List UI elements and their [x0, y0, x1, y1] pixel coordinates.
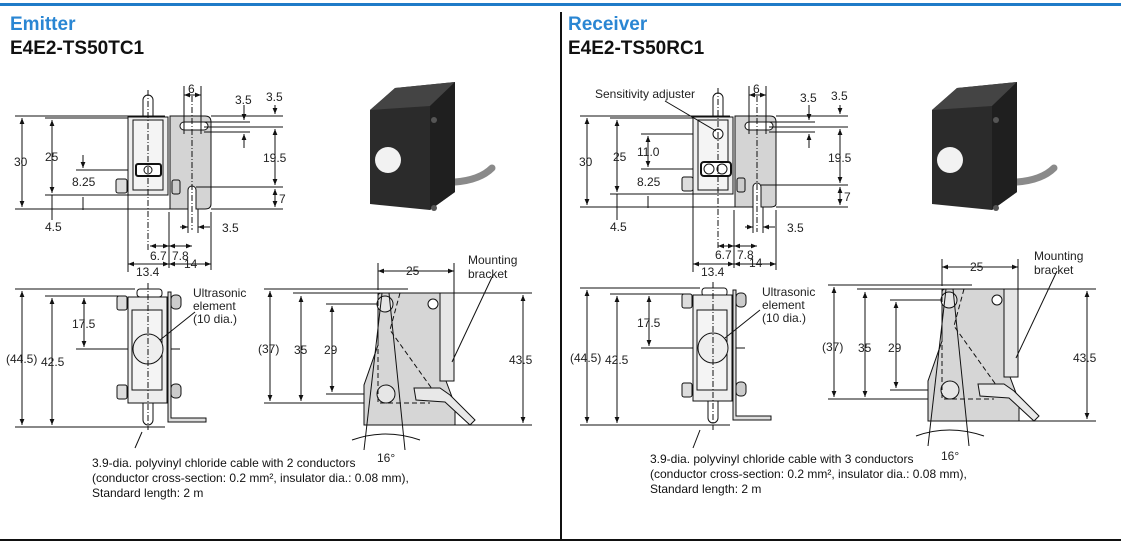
dim-label: 8.25: [72, 175, 96, 189]
angle-label: 16°: [941, 449, 959, 463]
front-dimension-labels: 6 3.5 3.5 30 25 19.5 8.25 7 4.5 3.5 6.7 …: [14, 82, 287, 279]
callout-line: bracket: [468, 267, 508, 281]
dim-label: 29: [888, 341, 902, 355]
dim-label: 30: [14, 155, 28, 169]
dim-label: 14: [184, 257, 198, 271]
dim-label: (37): [822, 340, 843, 354]
dim-label: 25: [613, 150, 627, 164]
panel-heading: Receiver: [568, 14, 648, 35]
dim-label: 3.5: [222, 221, 239, 235]
model-number: E4E2-TS50TC1: [10, 38, 145, 59]
dim-label: 3.5: [831, 89, 848, 103]
ultrasonic-element-label: Ultrasonic element (10 dia.) 17.5 (44.5)…: [570, 285, 815, 367]
ultrasonic-element-label: Ultrasonic element (10 dia.) 17.5 (44.5)…: [6, 286, 246, 369]
bracket-labels: 25 Mounting bracket (37) 35 29 43.5 16°: [258, 253, 533, 465]
dim-label: 11.0: [637, 145, 660, 159]
dim-label: 43.5: [1073, 351, 1097, 365]
dim-label: 29: [324, 343, 338, 357]
dim-label: 13.4: [701, 265, 725, 279]
sensitivity-adjuster-label: Sensitivity adjuster: [595, 87, 695, 101]
dim-label: 8.25: [637, 175, 661, 189]
side-view: [580, 282, 772, 449]
dim-label: 43.5: [509, 353, 533, 367]
dim-label: 4.5: [610, 220, 627, 234]
cable-note-line: (conductor cross-section: 0.2 mm², insul…: [650, 467, 967, 481]
callout-line: (10 dia.): [193, 312, 237, 326]
dim-label: 6.7: [715, 248, 732, 262]
callout-line: (10 dia.): [762, 311, 806, 325]
dim-label: 13.4: [136, 265, 160, 279]
cable-note: 3.9-dia. polyvinyl chloride cable with 3…: [650, 452, 967, 497]
dim-label: 6.7: [150, 249, 167, 263]
dim-label: 25: [406, 264, 420, 278]
dim-label: 30: [579, 155, 593, 169]
dim-label: 3.5: [800, 91, 817, 105]
cable-note: 3.9-dia. polyvinyl chloride cable with 2…: [92, 456, 409, 501]
dim-label: 17.5: [72, 317, 96, 331]
dim-label: 7: [279, 192, 286, 206]
dim-label: 3.5: [266, 90, 283, 104]
dim-label: 35: [294, 343, 308, 357]
dim-label: 4.5: [45, 220, 62, 234]
cable-note-line: 3.9-dia. polyvinyl chloride cable with 3…: [650, 452, 914, 466]
receiver-panel: Receiver E4E2-TS50RC1: [558, 0, 1116, 540]
cable-note-line: 3.9-dia. polyvinyl chloride cable with 2…: [92, 456, 356, 470]
dim-label: 19.5: [263, 151, 287, 165]
panel-heading: Emitter: [10, 14, 76, 35]
callout-line: element: [193, 299, 236, 313]
dim-label: 19.5: [828, 151, 852, 165]
model-number: E4E2-TS50RC1: [568, 38, 705, 59]
emitter-dimension-drawing: 6 3.5 3.5 30 25 19.5 8.25 7 4.5 3.5 6.7 …: [6, 82, 533, 465]
dim-label: 42.5: [41, 355, 65, 369]
dim-label: (44.5): [6, 352, 37, 366]
dim-label: 3.5: [235, 93, 252, 107]
dim-label: 6: [188, 82, 195, 96]
receiver-product-photo: [932, 82, 1058, 211]
dim-label: 17.5: [637, 316, 661, 330]
dim-label: 3.5: [787, 221, 804, 235]
receiver-dimension-drawing: Sensitivity adjuster 6 3.5 3.5 30 25 19.…: [570, 82, 1097, 463]
dim-label: 42.5: [605, 353, 629, 367]
top-rule: [0, 3, 1121, 6]
front-view: [15, 86, 283, 272]
cable-note-line: (conductor cross-section: 0.2 mm², insul…: [92, 471, 409, 485]
dim-label: (44.5): [570, 351, 601, 365]
side-view: [15, 283, 207, 449]
bottom-rule: [0, 539, 1121, 541]
callout-line: Ultrasonic: [193, 286, 246, 300]
cable-note-line: Standard length: 2 m: [92, 486, 204, 500]
bracket-view: [264, 263, 532, 451]
callout-line: element: [762, 298, 805, 312]
dim-label: 7: [844, 190, 851, 204]
dim-label: 25: [45, 150, 59, 164]
emitter-panel: Emitter E4E2-TS50TC1: [0, 0, 558, 540]
dim-label: (37): [258, 342, 279, 356]
angle-label: 16°: [377, 451, 395, 465]
dim-label: 7.8: [172, 249, 189, 263]
callout-line: Mounting: [1034, 249, 1083, 263]
dim-label: 7.8: [737, 248, 754, 262]
callout-line: Ultrasonic: [762, 285, 815, 299]
dim-label: 25: [970, 260, 984, 274]
cable-note-line: Standard length: 2 m: [650, 482, 762, 496]
callout-line: Mounting: [468, 253, 517, 267]
bracket-labels: 25 Mounting bracket (37) 35 29 43.5 16°: [822, 249, 1097, 463]
dim-label: 14: [749, 256, 763, 270]
front-dimension-labels: Sensitivity adjuster 6 3.5 3.5 30 25 19.…: [579, 82, 852, 279]
callout-line: bracket: [1034, 263, 1074, 277]
front-view: [580, 86, 848, 272]
emitter-product-photo: [370, 82, 496, 211]
panel-divider: [560, 12, 562, 540]
bracket-view: [828, 259, 1096, 447]
dim-label: 35: [858, 341, 872, 355]
dim-label: 6: [753, 82, 760, 96]
